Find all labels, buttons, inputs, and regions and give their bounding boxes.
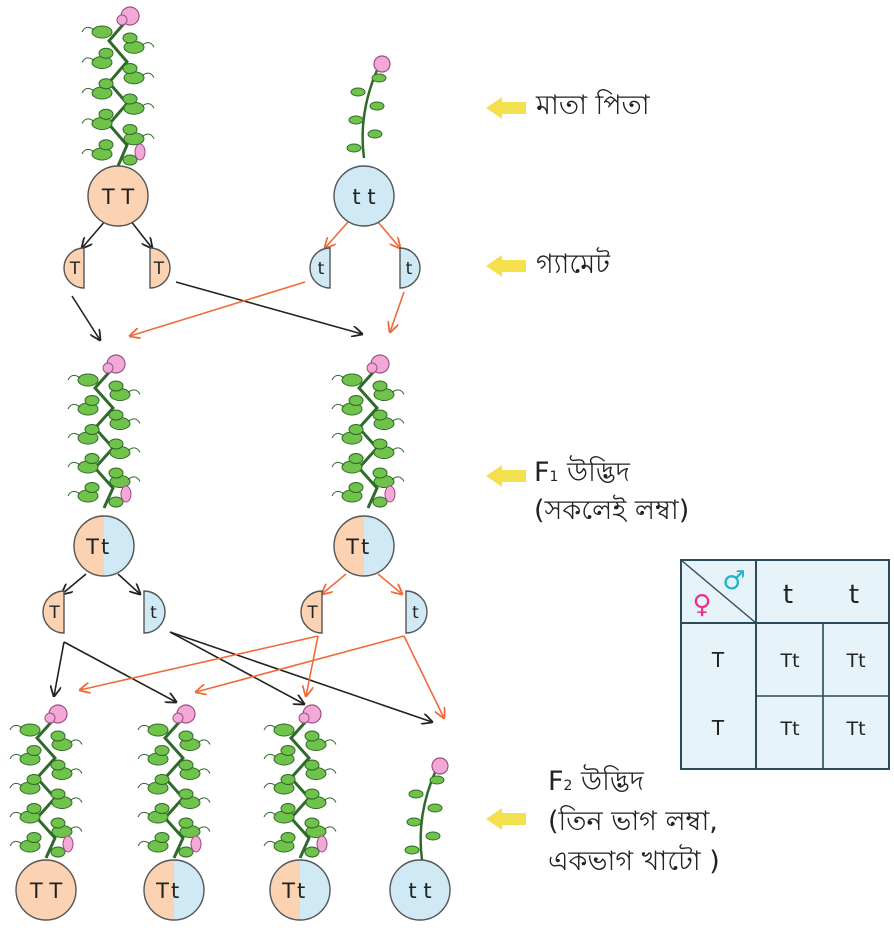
female-symbol-icon: ♀: [692, 590, 711, 620]
pointer-arrow-icon: [486, 465, 526, 487]
arrow-gamete-to-f2: [169, 631, 304, 704]
male-symbol-icon: ♂: [722, 566, 745, 596]
genotype-label: t t: [352, 185, 375, 209]
gamete-allele-label: T: [69, 259, 81, 279]
arrow-parent-tt-to-gamete: [129, 219, 152, 248]
gamete-half-circle: T: [300, 590, 323, 634]
punnett-col-header: t: [849, 580, 859, 610]
genotype-label: t t: [408, 879, 431, 903]
cross-arrows: [54, 219, 444, 722]
punnett-row-header: T: [711, 716, 725, 740]
pointer-arrow-icon: [486, 97, 526, 119]
label-parents: মাতা পিতা: [536, 90, 650, 121]
gamete-allele-label: t: [406, 259, 413, 279]
gamete-half-circle: T: [63, 247, 85, 289]
tall-pea-plant: [331, 354, 405, 509]
pointer-arrow-icon: [486, 808, 526, 830]
short-pea-plant: [404, 757, 449, 861]
gamete-half-circle: T: [42, 590, 65, 634]
genotype-label-recessive: t: [171, 879, 179, 903]
gamete-allele-label: T: [306, 603, 318, 623]
label-f2-prefix: F: [548, 766, 564, 797]
tall-pea-plant: [67, 354, 141, 509]
genotype-label-recessive: t: [361, 535, 369, 559]
genotype-label-dominant: T: [281, 879, 295, 903]
arrow-gamete-to-f2: [63, 641, 176, 702]
punnett-col-header: t: [783, 580, 793, 610]
tall-pea-plant: [81, 6, 155, 167]
arrow-gamete-to-f2: [306, 635, 319, 696]
punnett-cell: Tt: [779, 650, 799, 672]
tall-pea-plant: [263, 704, 337, 859]
punnett-cell: Tt: [845, 650, 865, 672]
arrow-gamete-to-f2: [54, 641, 65, 696]
label-gametes: গ্যামেট: [536, 249, 610, 280]
arrow-gamete-to-f1: [71, 295, 100, 340]
arrow-gamete-to-f1: [390, 291, 405, 332]
genotype-label-recessive: t: [297, 879, 305, 903]
arrow-f1-to-gamete: [62, 573, 87, 594]
gamete-allele-label: t: [318, 259, 325, 279]
genotype-label: T T: [29, 879, 63, 903]
gamete-allele-label: t: [412, 603, 419, 623]
gamete-half-circle: t: [143, 590, 166, 634]
punnett-row-header: T: [711, 648, 725, 672]
short-pea-plant: [346, 55, 391, 159]
label-f1-subscript: 1: [549, 469, 559, 485]
parent-genotype-circle: t t: [333, 165, 395, 227]
gamete-half-circle: t: [399, 247, 421, 289]
gamete-half-circle: t: [309, 247, 331, 289]
arrow-gamete-to-f1: [130, 281, 306, 336]
f2-genotype-circle: t t: [389, 859, 451, 921]
arrow-f1-to-gamete: [377, 573, 402, 594]
arrow-parent-short-to-gamete: [325, 221, 349, 248]
f2-genotype-circle: T T: [15, 859, 77, 921]
parent-genotype-circle: T T: [87, 165, 149, 227]
label-f1: F1 উদ্ভিদ: [534, 454, 630, 492]
arrow-gamete-to-f2: [403, 635, 444, 718]
genotype-label: T T: [101, 185, 135, 209]
label-f2-note-1: (তিন ভাগ লম্বা,: [548, 806, 718, 837]
label-f2-subscript: 2: [563, 778, 573, 794]
label-f1-prefix: F: [534, 457, 550, 488]
arrow-f1-to-gamete: [117, 573, 140, 594]
punnett-cell: Tt: [779, 718, 799, 740]
genotype-label-recessive: t: [101, 535, 109, 559]
arrow-gamete-to-f2: [196, 635, 405, 692]
tall-pea-plant: [137, 704, 211, 859]
gamete-allele-label: T: [48, 603, 60, 623]
arrow-parent-tt-to-gamete: [82, 219, 107, 248]
punnett-square: ♀ ♂ t t T T Tt Tt Tt Tt: [680, 559, 890, 770]
genotype-label-dominant: T: [345, 535, 359, 559]
label-f1-note: (সকলেই লম্বা): [534, 495, 690, 526]
tall-pea-plant: [9, 704, 83, 859]
arrow-parent-short-to-gamete: [377, 221, 400, 248]
arrow-gamete-to-f1: [175, 281, 362, 334]
gamete-half-circle: t: [405, 590, 428, 634]
gamete-allele-label: T: [153, 259, 165, 279]
genotype-label-dominant: T: [85, 535, 99, 559]
label-f2-rest: উদ্ভিদ: [572, 766, 644, 797]
gamete-allele-label: t: [150, 603, 157, 623]
pointer-arrow-icon: [486, 255, 526, 277]
genotype-label-dominant: T: [155, 879, 169, 903]
label-f2: F2 উদ্ভিদ: [548, 763, 644, 801]
label-f2-note-2: একভাগ খাটো ): [548, 846, 720, 877]
label-f1-rest: উদ্ভিদ: [558, 457, 630, 488]
arrow-gamete-to-f2: [80, 635, 319, 690]
punnett-cell: Tt: [845, 718, 865, 740]
arrow-gamete-to-f2: [169, 631, 432, 722]
arrow-f1-to-gamete: [322, 573, 347, 594]
gamete-half-circle: T: [149, 247, 171, 289]
